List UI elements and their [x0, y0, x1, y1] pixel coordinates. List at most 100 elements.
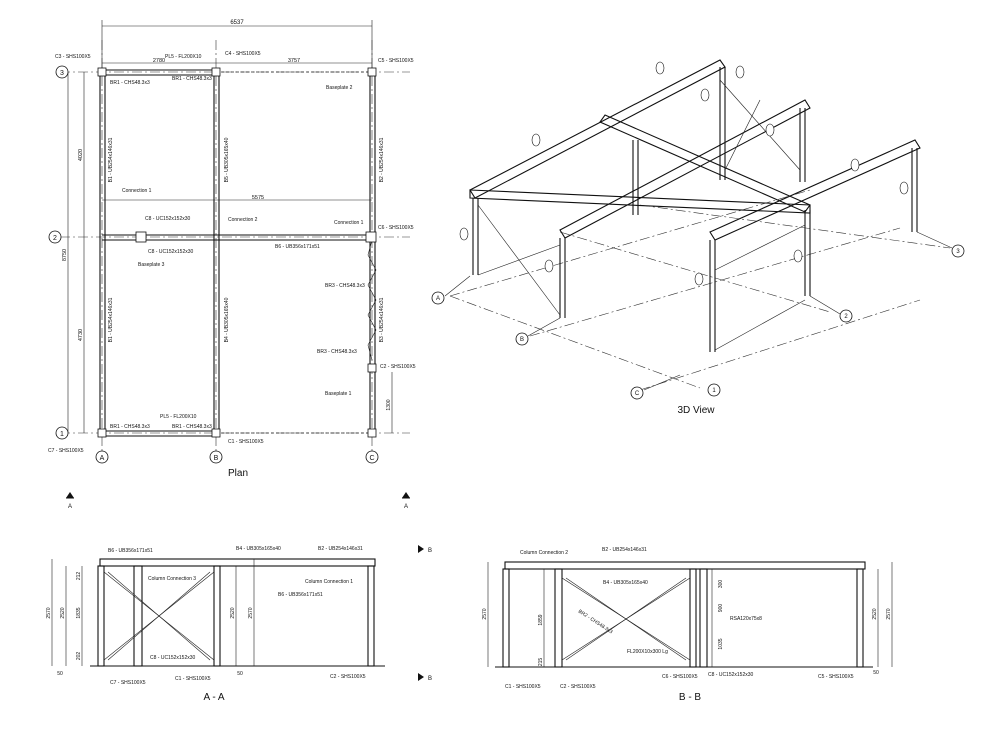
- bb-dim-6: 2520: [872, 608, 878, 619]
- aa-label-c7: C7 - SHS100X5: [110, 680, 146, 686]
- aa-label-col-conn3: Column Connection 3: [148, 576, 196, 582]
- plan-grid-col-b: B: [214, 455, 219, 462]
- bb-label-rsa: RSA120x75x8: [730, 616, 762, 622]
- plan-label-c8-b: C8 - UC152x152x30: [148, 249, 194, 255]
- plan-label-br1-br: BR1 - CHS48.3x3: [172, 424, 212, 430]
- aa-label-b4: B4 - UB305x165x40: [236, 546, 281, 552]
- iso-grid-c: C: [635, 391, 640, 397]
- iso-grid-3: 3: [956, 249, 960, 255]
- aa-mark-b-bottom: B: [428, 676, 432, 682]
- aa-dim-1: 2520: [60, 607, 66, 618]
- plan-label-connection2: Connection 2: [228, 217, 258, 223]
- bb-label-c6: C6 - SHS100X5: [662, 674, 698, 680]
- aa-dim-6: 2570: [248, 607, 254, 618]
- plan-label-pl5-bottom: PL5 - FL200X10: [160, 414, 197, 420]
- aa-dim-2: 1835: [76, 607, 82, 618]
- bb-dim-5: 1035: [718, 638, 724, 649]
- plan-grid-row-2: 2: [53, 235, 57, 242]
- plan-label-c7: C7 - SHS100X5: [48, 448, 84, 454]
- plan-dim-mid: 5575: [252, 195, 264, 201]
- plan-dim-small-right: 1300: [386, 399, 392, 410]
- aa-label-b2: B2 - UB254x146x31: [318, 546, 363, 552]
- plan-label-pl5-top: PL5 - FL200X10: [165, 54, 202, 60]
- plan-label-b1-top: B1 - UB254x146x31: [108, 137, 114, 182]
- plan-grid-col-c: C: [369, 455, 374, 462]
- plan-section-mark-left: A: [68, 504, 72, 510]
- bb-label-col-conn2: Column Connection 2: [520, 550, 568, 556]
- bb-label-c1: C1 - SHS100X5: [505, 684, 541, 690]
- aa-label-b6b: B6 - UB356x171x51: [278, 592, 323, 598]
- bb-caption: B - B: [679, 692, 702, 703]
- plan-label-baseplate3: Baseplate 3: [138, 262, 165, 268]
- bb-label-c5: C5 - SHS100X5: [818, 674, 854, 680]
- bb-label-br2: BR2 - CHS48.3x3: [577, 609, 614, 636]
- bb-dim-8: 50: [873, 670, 879, 676]
- aa-label-c1: C1 - SHS100X5: [175, 676, 211, 682]
- plan-dim-overall: 6537: [230, 20, 244, 26]
- plan-section-mark-right: A: [404, 504, 408, 510]
- bb-dim-3: 300: [718, 580, 724, 589]
- bb-dim-2: 215: [538, 658, 544, 667]
- iso-view: A B C 1 2 3 3D View: [431, 59, 965, 416]
- iso-grid-2: 2: [844, 314, 848, 320]
- plan-label-b3-right: B3 - UB254x146x31: [379, 297, 385, 342]
- plan-view: 6537 3757 2780: [48, 20, 416, 510]
- iso-grid-1: 1: [712, 388, 716, 394]
- plan-label-b1-bottom: B1 - UB254x146x31: [108, 297, 114, 342]
- section-bb-view: 2570 1859 215 300 900 1035 2520 2570 50 …: [482, 547, 893, 703]
- plan-grid-row-3: 3: [60, 70, 64, 77]
- plan-label-connection1-right: Connection 1: [334, 220, 364, 226]
- plan-label-b5-top: B5 - UB305x165x40: [224, 137, 230, 182]
- plan-label-br1-tr: BR1 - CHS48.3x3: [172, 76, 212, 82]
- aa-label-col-conn1: Column Connection 1: [305, 579, 353, 585]
- bb-label-b4: B4 - UB305x165x40: [603, 580, 648, 586]
- plan-label-c5: C5 - SHS100X5: [378, 58, 414, 64]
- aa-dim-4: 202: [76, 652, 82, 661]
- plan-dim-upper-right: 3757: [288, 58, 300, 64]
- aa-label-c2: C2 - SHS100X5: [330, 674, 366, 680]
- plan-label-br3-b: BR3 - CHS48.3x3: [317, 349, 357, 355]
- plan-label-c3: C3 - SHS100X5: [55, 54, 91, 60]
- aa-dim-5: 2520: [230, 607, 236, 618]
- plan-label-b2-right: B2 - UB254x146x31: [379, 137, 385, 182]
- plan-label-b6: B6 - UB356x171x51: [275, 244, 320, 250]
- plan-dim-height-total: 8750: [62, 249, 68, 261]
- bb-dim-1: 1859: [538, 614, 544, 625]
- plan-label-c8: C8 - UC152x152x30: [145, 216, 191, 222]
- plan-dim-height-top: 4020: [78, 149, 84, 161]
- bb-label-c8: C8 - UC152x152x30: [708, 672, 754, 678]
- aa-dim-7: 50: [57, 671, 63, 677]
- plan-label-baseplate2: Baseplate 2: [326, 85, 353, 91]
- plan-grid-row-1: 1: [60, 431, 64, 438]
- iso-caption: 3D View: [677, 405, 715, 416]
- plan-label-br1-bl: BR1 - CHS48.3x3: [110, 424, 150, 430]
- plan-grid-col-a: A: [100, 455, 105, 462]
- plan-label-baseplate1: Baseplate 1: [325, 391, 352, 397]
- plan-dim-left-top: 2780: [153, 58, 165, 64]
- plan-dim-height-bottom: 4730: [78, 329, 84, 341]
- plan-caption: Plan: [228, 468, 248, 479]
- bb-label-c2: C2 - SHS100X5: [560, 684, 596, 690]
- plan-label-c4: C4 - SHS100X5: [225, 51, 261, 57]
- bb-dim-4: 900: [718, 604, 724, 613]
- plan-label-br3-a: BR3 - CHS48.3x3: [325, 283, 365, 289]
- aa-dim-8: 50: [237, 671, 243, 677]
- plan-label-c6: C6 - SHS100X5: [378, 225, 414, 231]
- aa-label-b6: B6 - UB356x171x51: [108, 548, 153, 554]
- aa-caption: A - A: [203, 692, 224, 703]
- plan-label-b4-bottom: B4 - UB305x165x40: [224, 297, 230, 342]
- aa-dim-3: 212: [76, 572, 82, 581]
- bb-dim-7: 2570: [886, 608, 892, 619]
- plan-label-c2: C2 - SHS100X5: [380, 364, 416, 370]
- aa-mark-b-top: B: [428, 548, 432, 554]
- aa-dim-0: 2570: [46, 607, 52, 618]
- bb-label-b2: B2 - UB254x146x31: [602, 547, 647, 553]
- aa-label-c8: C8 - UC152x152x30: [150, 655, 196, 661]
- plan-label-br1-tl: BR1 - CHS48.3x3: [110, 80, 150, 86]
- iso-grid-b: B: [520, 337, 524, 343]
- section-aa-view: 2570 2520 1835 212 202 2520 2570 50 50 B…: [46, 545, 432, 703]
- plan-label-connection1-left: Connection 1: [122, 188, 152, 194]
- iso-grid-a: A: [436, 296, 440, 302]
